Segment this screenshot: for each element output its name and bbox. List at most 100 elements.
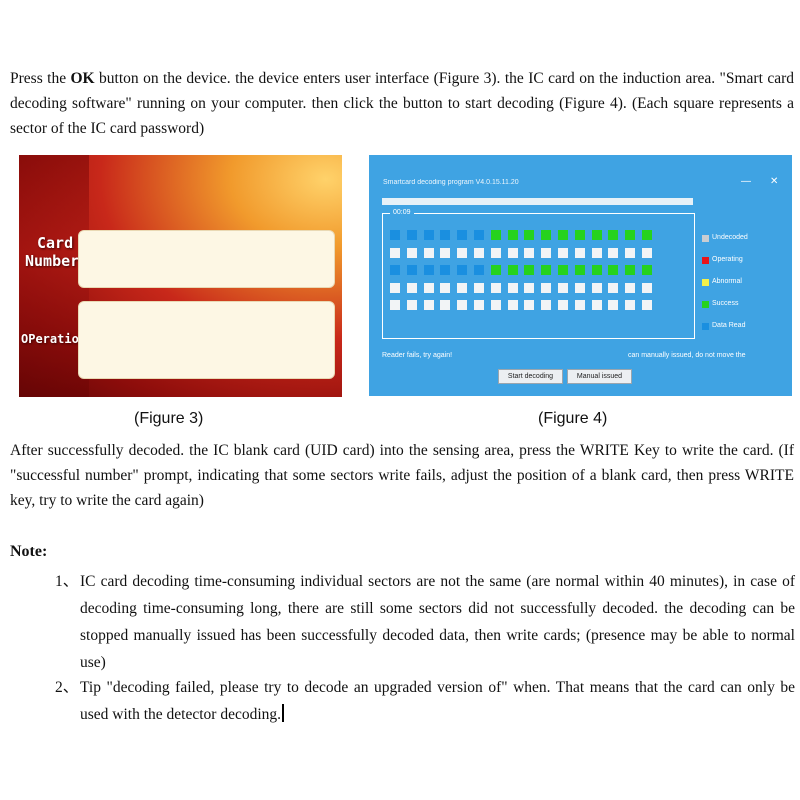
- sector-cell-white: [491, 283, 501, 293]
- sector-cell-white: [457, 300, 467, 310]
- legend-swatch: [702, 279, 709, 286]
- sector-cell-white: [608, 300, 618, 310]
- note-item-number: 1、: [55, 573, 79, 590]
- intro-text-1: Press the: [10, 70, 71, 87]
- sector-cell-white: [457, 248, 467, 258]
- sector-cell-white: [424, 300, 434, 310]
- sector-cell-white: [558, 248, 568, 258]
- sector-cell-green: [608, 230, 618, 240]
- sector-cell-white: [642, 300, 652, 310]
- legend-label: Undecoded: [712, 234, 748, 241]
- sector-cell-green: [558, 230, 568, 240]
- sector-cell-blue: [440, 230, 450, 240]
- sector-cell-green: [508, 230, 518, 240]
- intro-text-2: button on the device. the device enters …: [10, 70, 794, 137]
- sector-cell-green: [642, 265, 652, 275]
- sector-cell-white: [407, 300, 417, 310]
- operation-label: OPeration: [21, 332, 87, 346]
- legend-label: Operating: [712, 256, 743, 263]
- sector-cell-green: [592, 230, 602, 240]
- figure-3-caption: (Figure 3): [134, 410, 204, 427]
- sector-cell-blue: [424, 265, 434, 275]
- note-item-1: 1、 IC card decoding time-consuming indiv…: [55, 568, 795, 676]
- legend-swatch: [702, 257, 709, 264]
- manual-issue-hint: can manually issued, do not move the: [628, 352, 746, 359]
- sector-cell-blue: [424, 230, 434, 240]
- sector-cell-white: [424, 248, 434, 258]
- sector-cell-white: [508, 283, 518, 293]
- sector-cell-green: [541, 265, 551, 275]
- text-cursor: [282, 704, 285, 722]
- close-icon[interactable]: ✕: [770, 176, 779, 187]
- legend-swatch: [702, 235, 709, 242]
- sector-cell-white: [407, 283, 417, 293]
- sector-cell-blue: [474, 230, 484, 240]
- sector-cell-white: [390, 248, 400, 258]
- window-title: Smartcard decoding program V4.0.15.11.20: [383, 179, 519, 186]
- start-decoding-button[interactable]: Start decoding: [498, 369, 563, 384]
- sector-panel: 00:09: [382, 209, 695, 339]
- sector-cell-white: [541, 248, 551, 258]
- card-number-label: Card Number: [25, 234, 79, 270]
- sector-cell-blue: [440, 265, 450, 275]
- note-item-number: 2、: [55, 679, 79, 696]
- sector-cell-green: [608, 265, 618, 275]
- reader-status-text: Reader fails, try again!: [382, 352, 453, 359]
- card-number-field: [78, 230, 335, 288]
- sector-cell-white: [508, 248, 518, 258]
- manual-issued-button[interactable]: Manual issued: [567, 369, 632, 384]
- sector-cell-blue: [474, 265, 484, 275]
- legend-label: Data Read: [712, 322, 746, 329]
- sector-cell-white: [625, 300, 635, 310]
- sector-cell-white: [592, 300, 602, 310]
- note-item-text: IC card decoding time-consuming individu…: [80, 573, 795, 671]
- sector-cell-blue: [457, 230, 467, 240]
- sector-cell-green: [524, 230, 534, 240]
- figure-4-decoding-window: Smartcard decoding program V4.0.15.11.20…: [369, 155, 792, 396]
- sector-cell-white: [541, 300, 551, 310]
- sector-cell-green: [625, 230, 635, 240]
- sector-cell-white: [440, 248, 450, 258]
- sector-cell-white: [558, 300, 568, 310]
- sector-cell-blue: [390, 230, 400, 240]
- sector-cell-white: [625, 283, 635, 293]
- sector-cell-green: [642, 230, 652, 240]
- sector-cell-white: [608, 248, 618, 258]
- sector-cell-white: [407, 248, 417, 258]
- sector-cell-green: [575, 265, 585, 275]
- write-card-paragraph: After successfully decoded. the IC blank…: [10, 442, 794, 509]
- sector-cell-white: [508, 300, 518, 310]
- sector-cell-white: [575, 283, 585, 293]
- note-heading: Note:: [10, 543, 48, 560]
- sector-cell-white: [524, 300, 534, 310]
- minimize-icon[interactable]: —: [741, 176, 751, 187]
- sector-cell-green: [524, 265, 534, 275]
- sector-cell-green: [625, 265, 635, 275]
- sector-cell-white: [440, 283, 450, 293]
- sector-cell-white: [541, 283, 551, 293]
- sector-cell-white: [642, 248, 652, 258]
- sector-cell-green: [541, 230, 551, 240]
- progress-bar: [382, 198, 693, 205]
- intro-paragraph: Press the OK button on the device. the d…: [10, 66, 794, 141]
- figure-3-device-screen: Card Number OPeration: [19, 155, 342, 397]
- sector-cell-white: [524, 283, 534, 293]
- sector-cell-white: [424, 283, 434, 293]
- card-label-line-2: Number: [25, 252, 80, 270]
- note-item-2: 2、 Tip "decoding failed, please try to d…: [55, 674, 795, 728]
- sector-cell-green: [491, 265, 501, 275]
- sector-cell-green: [491, 230, 501, 240]
- sector-cell-blue: [407, 265, 417, 275]
- legend-swatch: [702, 323, 709, 330]
- sector-cell-white: [524, 248, 534, 258]
- sector-cell-blue: [390, 265, 400, 275]
- sector-cell-white: [592, 248, 602, 258]
- legend-label: Abnormal: [712, 278, 742, 285]
- sector-cell-green: [592, 265, 602, 275]
- sector-cell-white: [474, 300, 484, 310]
- sector-cell-white: [625, 248, 635, 258]
- sector-cell-white: [558, 283, 568, 293]
- sector-cell-white: [642, 283, 652, 293]
- figure-4-caption: (Figure 4): [538, 410, 608, 427]
- legend-swatch: [702, 301, 709, 308]
